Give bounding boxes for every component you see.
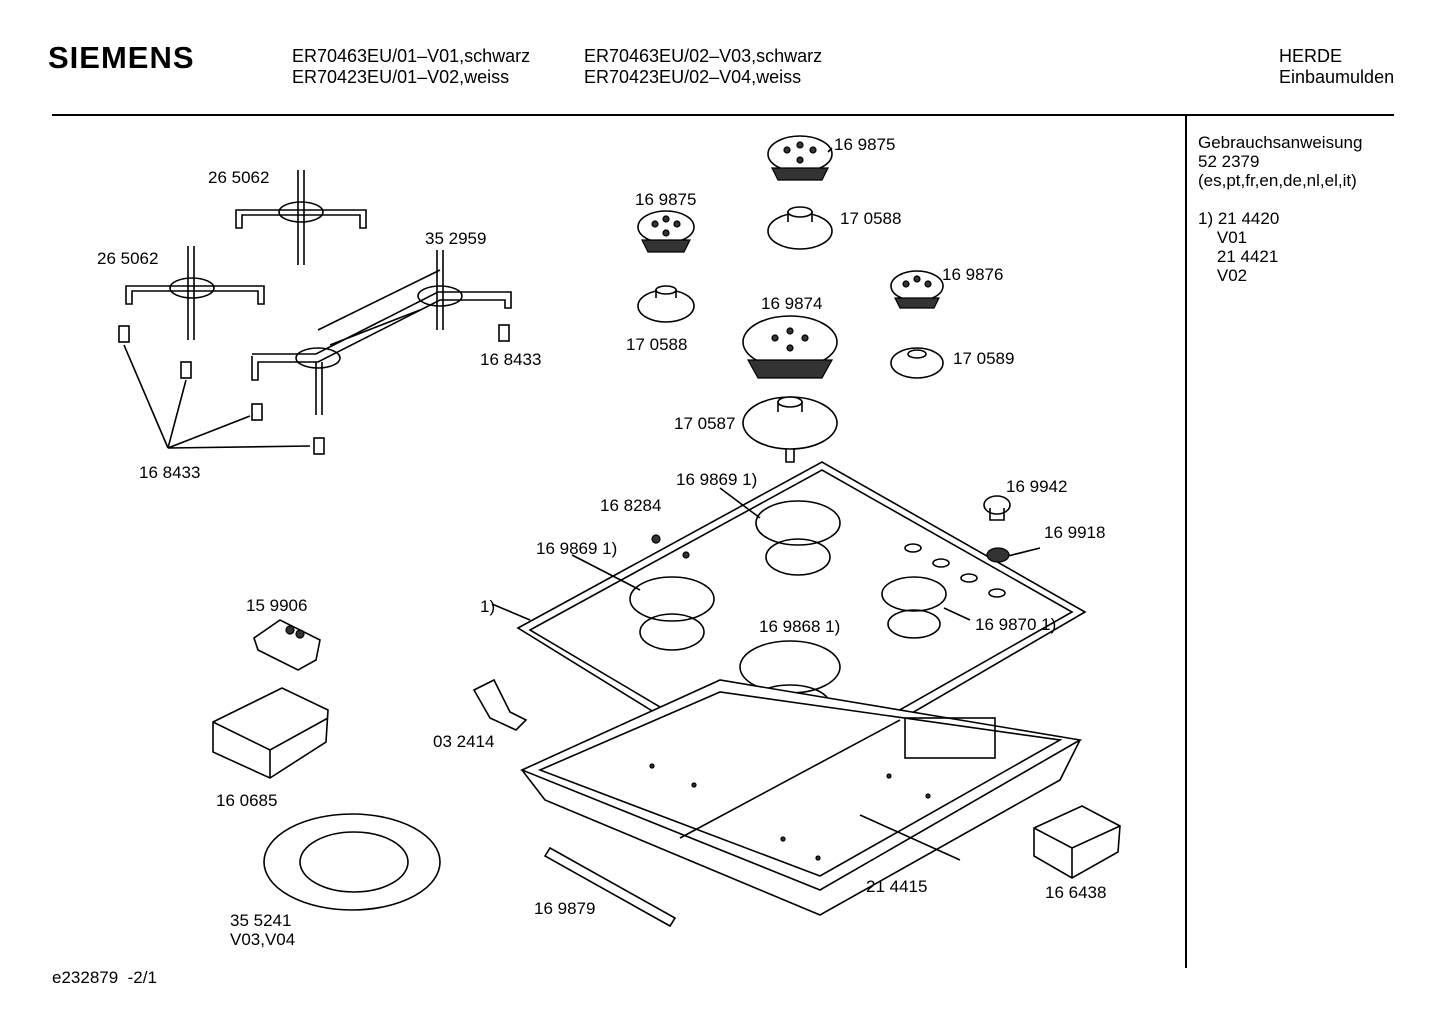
box-166438 xyxy=(1033,805,1121,879)
part-label: 16 9918 xyxy=(1044,523,1106,542)
clip-032414 xyxy=(472,678,528,731)
category-line: HERDE xyxy=(1279,46,1343,66)
part-label: V03,V04 xyxy=(230,930,296,949)
burner-crown-170589 xyxy=(890,347,944,379)
burner-crown-170588-top xyxy=(767,206,833,250)
part-label: 26 5062 xyxy=(208,168,270,187)
part-label: 16 9869 1) xyxy=(676,470,758,489)
model-line: ER70463EU/02–V03,schwarz xyxy=(584,46,823,66)
part-label: 16 8433 xyxy=(139,463,201,482)
header-divider xyxy=(52,114,1394,116)
part-label: 16 9875 xyxy=(635,190,697,209)
model-line: ER70463EU/01–V01,schwarz xyxy=(292,46,531,66)
sidebar-line: V02 xyxy=(1198,266,1248,285)
part-label: 16 9942 xyxy=(1006,477,1068,496)
sidebar-divider xyxy=(1185,116,1187,968)
sidebar-line: V01 xyxy=(1198,228,1248,247)
part-label: 16 9870 1) xyxy=(975,615,1057,634)
screw-168284 xyxy=(651,534,661,544)
part-label: 16 9869 1) xyxy=(536,539,618,558)
model-list-2: ER70463EU/02–V03,schwarz ER70423EU/02–V0… xyxy=(584,46,822,88)
sidebar-line: 52 2379 xyxy=(1198,152,1260,171)
model-line: ER70423EU/02–V04,weiss xyxy=(584,67,802,87)
part-label: 16 0685 xyxy=(216,791,278,810)
sidebar-notes: Gebrauchsanweisung 52 2379 (es,pt,fr,en,… xyxy=(1198,133,1362,285)
burner-cap-169876 xyxy=(890,270,944,309)
bottom-tray xyxy=(519,679,1083,916)
part-label: 26 5062 xyxy=(97,249,159,268)
drawing-code: e232879 -2/1 xyxy=(52,968,157,987)
part-label: 15 9906 xyxy=(246,596,308,615)
control-knob xyxy=(983,495,1011,563)
part-label: 1) xyxy=(480,597,496,616)
seal-ring-355241 xyxy=(263,813,441,911)
part-label: 16 9875 xyxy=(834,135,896,154)
sidebar-line: Gebrauchsanweisung xyxy=(1198,133,1363,152)
sidebar-line: 1) 21 4420 xyxy=(1198,209,1280,228)
strip-169879 xyxy=(543,846,677,928)
part-label: 16 8433 xyxy=(480,350,542,369)
category-line: Einbaumulden xyxy=(1279,67,1395,87)
sidebar-line: (es,pt,fr,en,de,nl,el,it) xyxy=(1198,171,1357,190)
burner-crown-170587 xyxy=(742,396,838,463)
leader-lines xyxy=(491,147,1041,621)
brand-logo: SIEMENS xyxy=(48,40,195,75)
category: HERDE Einbaumulden xyxy=(1279,46,1394,88)
part-label: 16 6438 xyxy=(1045,883,1107,902)
model-list-1: ER70463EU/01–V01,schwarz ER70423EU/01–V0… xyxy=(292,46,530,88)
sidebar-line: 21 4421 xyxy=(1198,247,1279,266)
part-label: 17 0589 xyxy=(953,349,1015,368)
burner-cap-169875-left xyxy=(637,210,695,253)
part-label: 17 0588 xyxy=(840,209,902,228)
part-label: 03 2414 xyxy=(433,732,495,751)
pan-support-double xyxy=(251,250,512,415)
part-label: 35 5241 xyxy=(230,911,292,930)
part-label: 21 4415 xyxy=(866,877,928,896)
part-label: 16 9868 1) xyxy=(759,617,841,636)
model-line: ER70423EU/01–V02,weiss xyxy=(292,67,510,87)
burner-cap-169874 xyxy=(742,315,838,379)
rubber-feet xyxy=(118,324,510,455)
burner-crown-170588-left xyxy=(637,285,695,323)
burner-cap-169875-top xyxy=(767,135,833,181)
part-label: 16 9876 xyxy=(942,265,1004,284)
cover-box-160685 xyxy=(212,687,329,779)
part-label: 35 2959 xyxy=(425,229,487,248)
part-label: 16 8284 xyxy=(600,496,662,515)
pan-support-small-left xyxy=(125,246,265,340)
spark-module-159906 xyxy=(253,619,321,671)
part-label: 17 0588 xyxy=(626,335,688,354)
part-label: 16 9879 xyxy=(534,899,596,918)
part-label: 17 0587 xyxy=(674,414,736,433)
pan-support-small-top xyxy=(235,170,367,265)
part-label: 16 9874 xyxy=(761,294,823,313)
